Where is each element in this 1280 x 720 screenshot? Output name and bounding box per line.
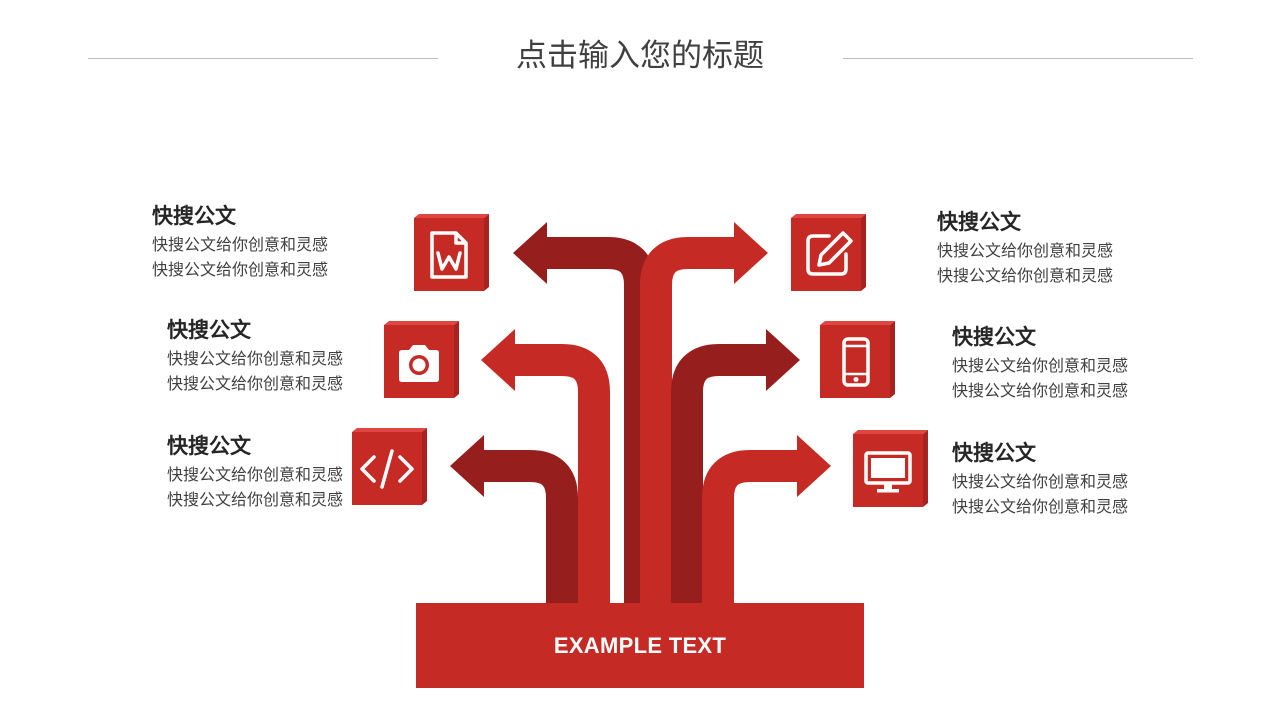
text-body[interactable]: 快搜公文给你创意和灵感快搜公文给你创意和灵感 <box>167 349 344 393</box>
arrow-right-top <box>640 222 768 603</box>
left-text-group-2: 快搜公文 快搜公文给你创意和灵感快搜公文给你创意和灵感 <box>167 316 347 396</box>
code-icon <box>360 449 414 489</box>
mobile-phone-icon <box>842 337 870 387</box>
cube-monitor[interactable] <box>853 430 928 507</box>
cube-mobile[interactable] <box>820 321 895 398</box>
arrow-left-bottom <box>450 435 578 603</box>
center-label[interactable]: EXAMPLE TEXT <box>553 632 727 658</box>
center-base-block[interactable]: EXAMPLE TEXT <box>416 603 864 688</box>
text-heading[interactable]: 快搜公文 <box>952 325 1036 349</box>
monitor-icon <box>864 451 912 493</box>
cube-word-document[interactable] <box>414 214 489 291</box>
text-heading[interactable]: 快搜公文 <box>952 441 1036 465</box>
cube-code[interactable] <box>352 428 427 505</box>
right-text-group-3: 快搜公文 快搜公文给你创意和灵感快搜公文给你创意和灵感 <box>952 439 1132 519</box>
text-heading[interactable]: 快搜公文 <box>937 210 1021 234</box>
text-heading[interactable]: 快搜公文 <box>167 434 251 458</box>
title-divider-right <box>843 58 1193 59</box>
text-heading[interactable]: 快搜公文 <box>152 204 236 228</box>
text-body[interactable]: 快搜公文给你创意和灵感快搜公文给你创意和灵感 <box>952 356 1129 400</box>
page-title[interactable]: 点击输入您的标题 <box>516 38 764 74</box>
cube-camera[interactable] <box>384 321 459 398</box>
camera-icon <box>399 345 439 382</box>
text-heading[interactable]: 快搜公文 <box>167 318 251 342</box>
arrow-left-middle <box>481 329 610 603</box>
arrow-right-middle <box>671 329 800 603</box>
word-document-icon <box>430 231 468 279</box>
title-divider-left <box>88 58 438 59</box>
edit-pencil-icon <box>806 231 853 276</box>
right-text-group-1: 快搜公文 快搜公文给你创意和灵感快搜公文给你创意和灵感 <box>937 208 1117 288</box>
arrow-left-top <box>513 222 656 603</box>
text-body[interactable]: 快搜公文给你创意和灵感快搜公文给你创意和灵感 <box>152 235 329 279</box>
left-text-group-3: 快搜公文 快搜公文给你创意和灵感快搜公文给你创意和灵感 <box>167 432 347 512</box>
right-text-group-2: 快搜公文 快搜公文给你创意和灵感快搜公文给你创意和灵感 <box>952 323 1132 403</box>
text-body[interactable]: 快搜公文给你创意和灵感快搜公文给你创意和灵感 <box>937 241 1114 285</box>
text-body[interactable]: 快搜公文给你创意和灵感快搜公文给你创意和灵感 <box>952 472 1129 516</box>
text-body[interactable]: 快搜公文给你创意和灵感快搜公文给你创意和灵感 <box>167 465 344 509</box>
left-text-group-1: 快搜公文 快搜公文给你创意和灵感快搜公文给你创意和灵感 <box>152 202 332 282</box>
cube-edit[interactable] <box>791 214 866 291</box>
arrow-right-bottom <box>702 435 831 603</box>
